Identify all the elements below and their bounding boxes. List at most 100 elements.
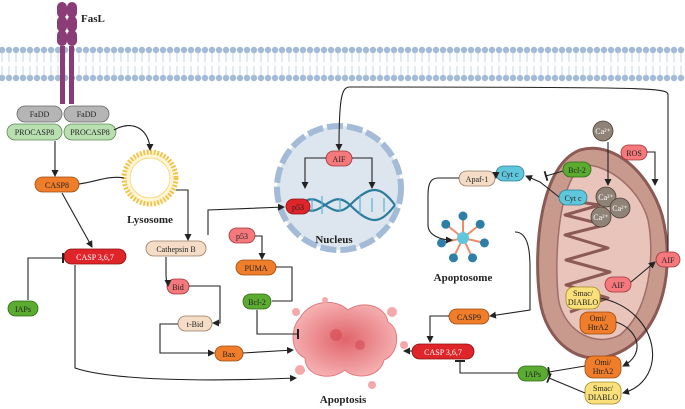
membrane-lipid-head	[40, 74, 48, 82]
membrane-lipid-head	[75, 74, 83, 82]
membrane-lipid-head	[285, 46, 293, 54]
membrane-lipid-head	[131, 46, 139, 54]
membrane-lipid-head	[26, 46, 34, 54]
membrane-lipid-head	[607, 74, 615, 82]
membrane-lipid-head	[117, 46, 125, 54]
membrane-lipid-head	[138, 74, 146, 82]
omi-label-1b: HtrA2	[588, 323, 608, 332]
membrane-lipid-head	[383, 46, 391, 54]
aif-right-node	[655, 251, 681, 268]
membrane-lipid-head	[334, 74, 342, 82]
apoptosome-subunit	[458, 211, 468, 221]
membrane-lipid-head	[649, 46, 657, 54]
membrane-lipid-head	[593, 74, 601, 82]
membrane-lipid-head	[89, 46, 97, 54]
membrane-lipid-head	[47, 46, 55, 54]
membrane-lipid-head	[558, 74, 566, 82]
membrane-lipid-head	[432, 74, 440, 82]
membrane-lipid-head	[474, 74, 482, 82]
membrane-lipid-head	[145, 74, 153, 82]
membrane-lipid-head	[523, 46, 531, 54]
membrane-lipid-head	[257, 46, 265, 54]
membrane-lipid-head	[369, 46, 377, 54]
fasl-label: FasL	[81, 13, 105, 25]
bax-label: Bax	[223, 350, 236, 359]
membrane-lipid-head	[453, 74, 461, 82]
membrane-lipid-head	[96, 46, 104, 54]
membrane-lipid-head	[201, 74, 209, 82]
casp8-label: CASP8	[45, 181, 69, 190]
membrane-lipid-head	[390, 46, 398, 54]
membrane-lipid-head	[390, 74, 398, 82]
membrane-lipid-head	[222, 74, 230, 82]
membrane-lipid-head	[614, 74, 622, 82]
membrane-lipid-head	[159, 46, 167, 54]
calcium-label-4: Ca²⁺	[593, 213, 609, 222]
membrane-lipid-head	[264, 46, 272, 54]
membrane-lipid-head	[215, 74, 223, 82]
membrane-lipid-head	[12, 74, 20, 82]
aif-mito-label: AIF	[612, 281, 625, 290]
cathepsin-b-label: Cathepsin B	[156, 245, 195, 254]
membrane-lipid-head	[292, 46, 300, 54]
membrane-lipid-head	[635, 46, 643, 54]
membrane-lipid-head	[516, 74, 524, 82]
membrane-lipid-head	[0, 46, 6, 54]
membrane-lipid-head	[208, 46, 216, 54]
membrane-lipid-head	[0, 74, 6, 82]
membrane-lipid-head	[418, 46, 426, 54]
membrane-lipid-head	[600, 74, 608, 82]
casp367-left-node	[63, 248, 127, 265]
membrane-lipid-head	[33, 46, 41, 54]
membrane-lipid-head	[152, 74, 160, 82]
apoptosome-core	[457, 232, 469, 244]
smac-label-1a: Smac/	[573, 289, 594, 298]
apoptosome-icon	[437, 211, 489, 263]
cytc-node-2	[558, 189, 588, 206]
smac-label-1b: DIABLO	[568, 298, 598, 307]
membrane-lipid-head	[621, 74, 629, 82]
membrane-lipid-head	[544, 46, 552, 54]
membrane-lipid-head	[509, 46, 517, 54]
omi-label-2a: Omi/	[595, 358, 612, 367]
casp367-left-label: CASP 3,6,7	[76, 253, 114, 262]
procasp8-label-1: PROCASP8	[15, 128, 55, 137]
membrane-lipid-head	[516, 46, 524, 54]
fadd-node: FaDD FaDD	[16, 105, 110, 123]
membrane-lipid-head	[495, 74, 503, 82]
membrane-lipid-head	[250, 74, 258, 82]
procasp8-label-2: PROCASP8	[70, 128, 110, 137]
membrane-lipid-head	[495, 46, 503, 54]
membrane-lipid-head	[614, 46, 622, 54]
membrane-lipid-head	[89, 74, 97, 82]
omi-htra2-node-1	[579, 311, 617, 335]
cathepsin-b-node	[145, 240, 207, 257]
p53-nucleus-node	[285, 198, 311, 215]
apoptosome-subunit	[437, 238, 447, 248]
aif-nucleus-label: AIF	[333, 155, 346, 164]
membrane-lipid-head	[5, 74, 13, 82]
smac-label-2b: DIABLO	[588, 393, 618, 402]
membrane-lipid-head	[453, 46, 461, 54]
membrane-lipid-head	[12, 46, 20, 54]
membrane-lipid-head	[117, 74, 125, 82]
membrane-lipid-head	[670, 46, 678, 54]
bcl2-mid-label: Bcl-2	[248, 298, 266, 307]
calcium-ion-4	[590, 206, 612, 228]
membrane-lipid-head	[348, 46, 356, 54]
ros-label: ROS	[626, 149, 642, 158]
membrane-lipid-head	[271, 74, 279, 82]
calcium-label-2: Ca²⁺	[598, 193, 614, 202]
membrane-lipid-head	[173, 46, 181, 54]
membrane-lipid-head	[509, 74, 517, 82]
tbid-label: t-Bid	[187, 320, 203, 329]
membrane-lipid-head	[586, 46, 594, 54]
membrane-lipid-head	[96, 74, 104, 82]
membrane-lipid-head	[19, 46, 27, 54]
membrane-lipid-head	[579, 46, 587, 54]
membrane-lipid-head	[649, 74, 657, 82]
membrane-lipid-head	[5, 46, 13, 54]
membrane-lipid-head	[565, 74, 573, 82]
membrane-lipid-head	[460, 46, 468, 54]
